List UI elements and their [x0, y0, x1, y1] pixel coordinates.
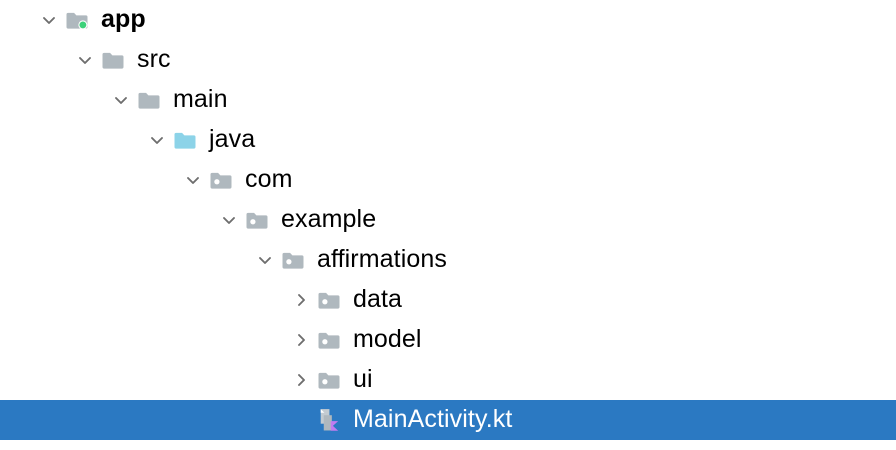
tree-indent-spacer: [0, 20, 36, 21]
tree-twisty-placeholder: [288, 407, 314, 433]
tree-indent-spacer: [0, 300, 288, 301]
tree-row[interactable]: java: [0, 120, 896, 160]
chevron-down-icon[interactable]: [216, 207, 242, 233]
tree-row[interactable]: com: [0, 160, 896, 200]
tree-row[interactable]: data: [0, 280, 896, 320]
tree-indent-spacer: [0, 420, 288, 421]
tree-indent-spacer: [0, 220, 216, 221]
tree-row[interactable]: MainActivity.kt: [0, 400, 896, 440]
chevron-down-icon[interactable]: [180, 167, 206, 193]
package-folder-icon: [206, 167, 236, 193]
chevron-down-icon[interactable]: [252, 247, 278, 273]
tree-row-label: com: [245, 165, 293, 193]
tree-indent-spacer: [0, 60, 72, 61]
kotlin-file-icon: [314, 407, 344, 433]
folder-icon: [134, 87, 164, 113]
chevron-right-icon[interactable]: [288, 287, 314, 313]
tree-row[interactable]: model: [0, 320, 896, 360]
chevron-right-icon[interactable]: [288, 327, 314, 353]
tree-indent-spacer: [0, 100, 108, 101]
tree-row-label: data: [353, 285, 403, 313]
tree-row-label: src: [137, 45, 171, 73]
package-folder-icon: [278, 247, 308, 273]
tree-row-label: main: [173, 85, 228, 113]
tree-indent-spacer: [0, 260, 252, 261]
tree-row-label: ui: [353, 365, 373, 393]
chevron-down-icon[interactable]: [36, 7, 62, 33]
package-folder-icon: [242, 207, 272, 233]
package-folder-icon: [314, 327, 344, 353]
tree-row[interactable]: affirmations: [0, 240, 896, 280]
tree-row[interactable]: app: [0, 0, 896, 40]
tree-row-label: example: [281, 205, 377, 233]
tree-row-label: model: [353, 325, 422, 353]
folder-icon: [98, 47, 128, 73]
tree-row-label: java: [209, 125, 256, 153]
source-root-folder-icon: [170, 127, 200, 153]
tree-indent-spacer: [0, 380, 288, 381]
module-folder-icon: [62, 7, 92, 33]
chevron-right-icon[interactable]: [288, 367, 314, 393]
tree-row[interactable]: example: [0, 200, 896, 240]
tree-row[interactable]: src: [0, 40, 896, 80]
tree-indent-spacer: [0, 140, 144, 141]
tree-row-label: affirmations: [317, 245, 447, 273]
chevron-down-icon[interactable]: [72, 47, 98, 73]
tree-row-label: app: [101, 5, 146, 33]
package-folder-icon: [314, 287, 344, 313]
tree-row[interactable]: main: [0, 80, 896, 120]
tree-indent-spacer: [0, 340, 288, 341]
tree-indent-spacer: [0, 180, 180, 181]
tree-row-label: MainActivity.kt: [353, 405, 513, 433]
chevron-down-icon[interactable]: [108, 87, 134, 113]
tree-row[interactable]: ui: [0, 360, 896, 400]
chevron-down-icon[interactable]: [144, 127, 170, 153]
package-folder-icon: [314, 367, 344, 393]
